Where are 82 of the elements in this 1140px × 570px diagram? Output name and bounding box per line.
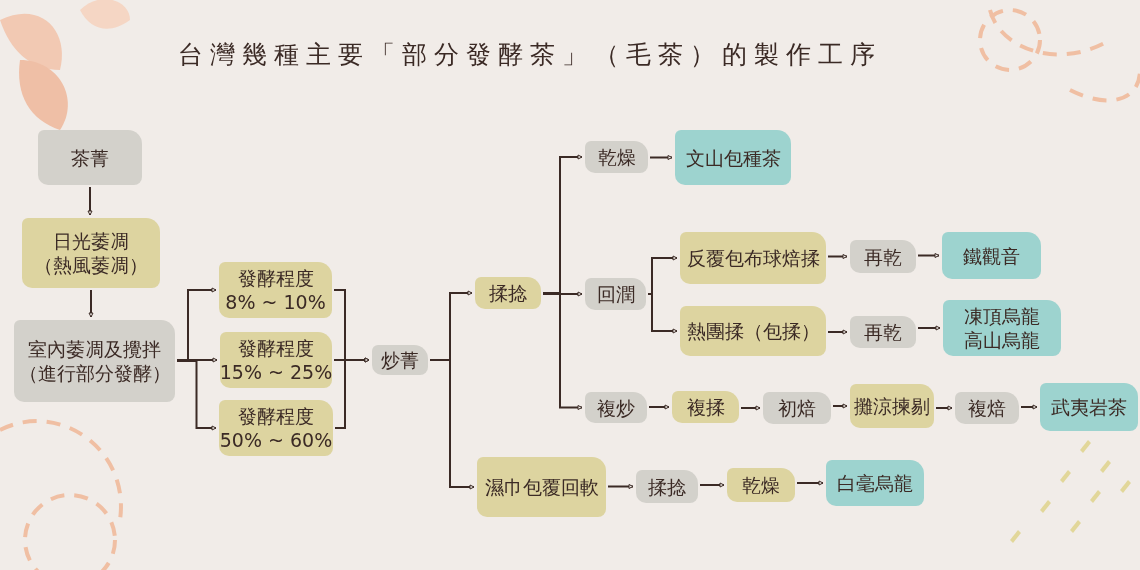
step-label: 回潤 xyxy=(596,282,635,306)
arrow xyxy=(88,289,94,318)
arrow xyxy=(429,359,475,490)
process-box xyxy=(219,400,333,456)
arrow xyxy=(796,480,824,486)
step-label: 熱團揉（包揉） xyxy=(686,319,820,343)
step-label: 發酵程度 xyxy=(237,266,314,290)
process-box xyxy=(220,332,332,388)
process-box xyxy=(680,232,826,284)
step-note: 50% ~ 60% xyxy=(219,428,333,452)
step-label: 炒菁 xyxy=(381,348,419,372)
step-label: 凍頂烏龍 xyxy=(964,304,1040,328)
arrow xyxy=(827,329,848,335)
step-label: 複炒 xyxy=(597,395,635,420)
step-label: 再乾 xyxy=(864,320,902,344)
tea-type-box xyxy=(942,232,1041,279)
arrow xyxy=(176,357,218,363)
arrow xyxy=(648,404,670,410)
arrow xyxy=(827,254,848,259)
arrow xyxy=(740,405,761,411)
process-box xyxy=(850,384,934,428)
process-box xyxy=(672,391,739,423)
process-box xyxy=(763,392,831,424)
step-label: 鐵觀音 xyxy=(963,243,1020,268)
arrow xyxy=(176,360,217,431)
process-box xyxy=(955,392,1019,424)
process-box xyxy=(585,278,646,310)
tea-type-box xyxy=(943,300,1061,356)
step-label: 揉捻 xyxy=(489,281,527,305)
process-box xyxy=(372,345,428,375)
process-box xyxy=(636,470,698,503)
arrow xyxy=(832,403,848,409)
tea-type-box xyxy=(675,130,791,185)
step-label: 室內萎凋及攪拌 xyxy=(28,337,161,361)
step-label: 複焙 xyxy=(968,396,1006,420)
arrow xyxy=(542,292,583,410)
arrow xyxy=(935,405,953,411)
step-note: （進行部分發酵） xyxy=(18,361,171,385)
step-label: 再乾 xyxy=(864,244,902,269)
arrow xyxy=(334,357,370,429)
process-box xyxy=(38,130,142,185)
step-label: 白毫烏龍 xyxy=(837,471,913,495)
arrow xyxy=(1020,404,1038,410)
step-note: （熱風萎凋） xyxy=(34,253,148,277)
step-label: 文山包種茶 xyxy=(685,145,781,170)
step-label: 複揉 xyxy=(686,395,725,419)
process-box xyxy=(727,468,795,502)
step-label: 濕巾包覆回軟 xyxy=(484,475,599,499)
step-label: 發酵程度 xyxy=(238,404,314,428)
process-box xyxy=(477,457,606,517)
tea-type-box xyxy=(826,460,924,506)
arrow xyxy=(649,155,673,160)
step-note: 8% ~ 10% xyxy=(225,290,326,314)
step-label: 茶菁 xyxy=(71,145,109,170)
process-box xyxy=(680,306,826,356)
step-label: 發酵程度 xyxy=(238,336,314,360)
arrow xyxy=(917,325,941,331)
process-box xyxy=(22,218,160,288)
tea-type-box xyxy=(1040,383,1138,431)
step-label: 乾燥 xyxy=(597,145,636,169)
step-label: 揉捻 xyxy=(648,474,686,499)
arrow xyxy=(542,291,583,297)
arrow xyxy=(917,253,940,258)
step-label: 武夷岩茶 xyxy=(1051,395,1127,419)
arrow xyxy=(699,482,725,488)
step-label: 初焙 xyxy=(778,396,816,420)
process-box xyxy=(219,262,332,318)
process-box xyxy=(850,240,916,273)
process-box xyxy=(14,320,175,402)
arrow xyxy=(87,186,93,216)
process-box xyxy=(850,316,916,348)
arrow xyxy=(607,484,634,489)
step-note: 高山烏龍 xyxy=(964,328,1040,352)
step-label: 日光萎凋 xyxy=(53,229,129,253)
step-label: 反覆包布球焙揉 xyxy=(686,246,820,270)
step-label: 攤涼揀剔 xyxy=(854,394,930,418)
title: 台灣幾種主要「部分發酵茶」（毛茶）的製作工序 xyxy=(177,39,883,71)
step-note: 15% ~ 25% xyxy=(219,360,333,384)
process-box xyxy=(585,392,647,423)
process-box xyxy=(585,141,648,173)
step-label: 乾燥 xyxy=(742,473,780,497)
process-box xyxy=(475,277,541,309)
